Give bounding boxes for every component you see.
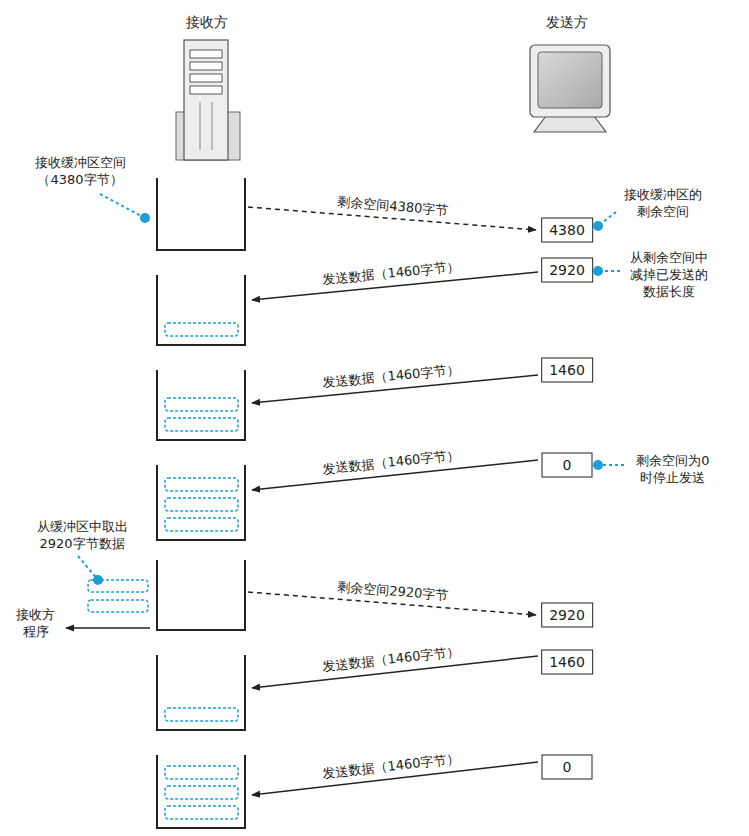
data-block [165,478,238,491]
data-block [165,786,238,799]
data-block [165,766,238,779]
server-icon [176,40,240,160]
callout-dot [593,221,603,231]
window-size-box: 0 [542,755,593,780]
leader-line [100,194,145,218]
data-block [165,708,238,721]
window-size-value: 1460 [549,654,585,671]
receive-buffer [157,178,245,250]
data-block [165,498,238,511]
callout-text: 从剩余空间中 减掉已发送的 数据长度 [626,249,712,300]
arrow-label: 发送数据（1460字节） [321,643,459,675]
data-block [165,323,238,336]
window-size-value: 4380 [549,222,585,239]
callout-text: 接收缓冲区的 剩余空间 [620,186,706,220]
to-program-arrow [66,627,150,629]
data-block [165,398,238,411]
callout-dot [593,266,603,276]
arrow-label: 发送数据（1460字节） [322,447,460,478]
data-block [165,518,238,531]
callout-text: 从缓冲区中取出 2920字节数据 [29,518,136,552]
receive-buffer [157,370,245,440]
data-block [165,418,238,431]
arrow-label: 发送数据（1460字节） [322,361,460,391]
data-block [88,600,148,612]
arrow-label: 发送数据（1460字节） [321,750,459,783]
monitor-icon [530,45,610,132]
side-heading: 发送方 [546,14,588,31]
receive-buffer [157,465,245,540]
callout-dot [140,213,150,223]
window-size-box: 1460 [541,358,593,383]
callouts [78,194,624,585]
side-heading: 接收方 [186,14,228,31]
window-size-box: 2920 [541,258,593,283]
arrow-label: 剩余空间4380字节 [337,193,449,219]
receive-buffer [157,655,245,730]
receive-buffer [157,560,245,630]
window-size-value: 1460 [549,362,585,379]
window-size-value: 0 [550,759,585,776]
callout-dot [593,460,603,470]
buffers [88,178,245,828]
callout-text: 接收缓冲区空间 （4380字节） [27,154,134,188]
receive-buffer [157,755,245,828]
window-size-box: 0 [542,453,593,478]
arrow-label: 发送数据（1460字节） [322,258,460,288]
window-size-value: 0 [550,457,585,474]
window-size-value: 2920 [549,262,585,279]
window-size-box: 2920 [541,603,593,628]
callout-text: 剩余空间为0 时停止发送 [630,452,716,486]
window-size-box: 4380 [541,218,593,243]
data-block [165,806,238,819]
receive-buffer [157,275,245,345]
window-size-value: 2920 [549,607,585,624]
program-label: 接收方 程序 [13,606,60,640]
window-size-box: 1460 [541,650,593,675]
arrow-label: 剩余空间2920字节 [337,578,449,604]
transfer-arrows [248,207,538,795]
callout-dot [93,575,103,585]
